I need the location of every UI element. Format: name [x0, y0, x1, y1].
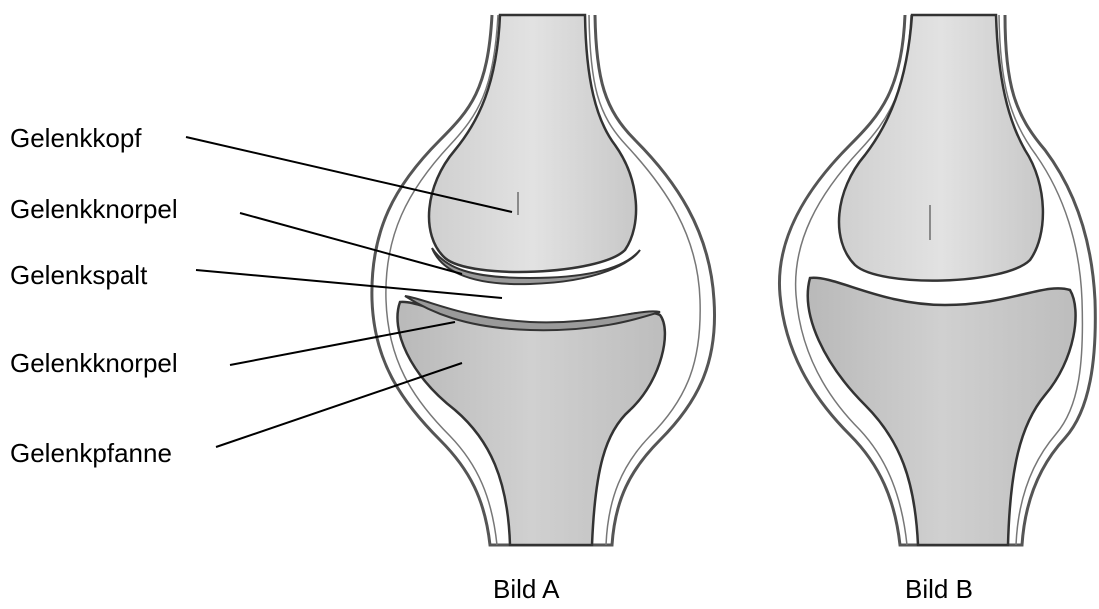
lower-bone-b	[808, 278, 1076, 545]
upper-bone-a	[429, 15, 636, 272]
label-gelenkkopf: Gelenkkopf	[10, 125, 142, 151]
leader-line-gelenkspalt	[196, 270, 502, 298]
upper-bone-b	[839, 15, 1043, 281]
label-gelenkpfanne: Gelenkpfanne	[10, 440, 172, 466]
joint-b	[779, 15, 1095, 545]
label-gelenkknorpel-oben: Gelenkknorpel	[10, 196, 178, 222]
caption-bild-b: Bild B	[905, 576, 973, 602]
joint-a	[372, 15, 715, 545]
leader-line-gelenkpfanne	[216, 363, 462, 447]
label-gelenkknorpel-unten: Gelenkknorpel	[10, 350, 178, 376]
label-gelenkspalt: Gelenkspalt	[10, 262, 147, 288]
caption-bild-a: Bild A	[493, 576, 560, 602]
